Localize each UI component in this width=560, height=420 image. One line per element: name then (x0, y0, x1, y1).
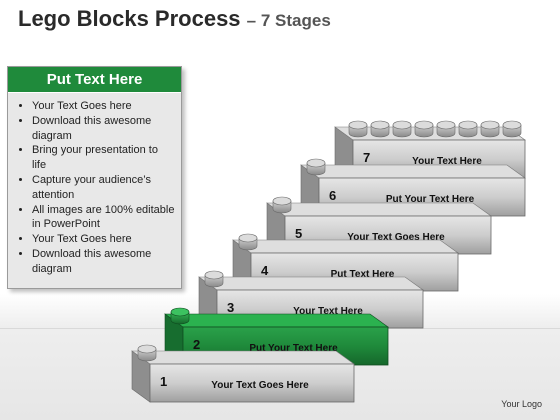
step-number: 2 (193, 337, 200, 352)
stud-top (272, 196, 292, 206)
bullet-item: Your Text Goes here (32, 232, 175, 247)
stud-top (436, 120, 456, 130)
lego-step-1: 1 Your Text Goes Here (131, 344, 355, 403)
stud-top (348, 120, 368, 130)
stud-top (458, 120, 478, 130)
step-number: 3 (227, 300, 234, 315)
step-number: 5 (295, 226, 302, 241)
step-label: Your Text Here (412, 156, 482, 167)
step-label: Put Text Here (331, 269, 395, 280)
bullet-list: Your Text Goes here Download this awesom… (8, 99, 181, 277)
stud-top (204, 270, 224, 280)
step-label: Put Your Text Here (386, 194, 475, 205)
step-number: 7 (363, 150, 370, 165)
title-subtitle: – 7 Stages (246, 11, 331, 30)
stud-top (480, 120, 500, 130)
step-label: Your Text Goes Here (211, 380, 309, 391)
block-top-face (198, 276, 424, 291)
block-top-face (131, 350, 355, 365)
stud-top (414, 120, 434, 130)
bullet-item: Your Text Goes here (32, 99, 175, 114)
bullet-item: Capture your audience’s attention (32, 173, 175, 203)
stud-top (370, 120, 390, 130)
block-top-face (300, 164, 526, 179)
step-label: Your Text Goes Here (347, 232, 445, 243)
bullet-item: Download this awesome diagram (32, 114, 175, 144)
stud-top (170, 307, 190, 317)
logo-text: Your Logo (501, 399, 542, 409)
stud-top (392, 120, 412, 130)
block-top-face (164, 313, 389, 328)
title-main: Lego Blocks Process (18, 6, 241, 31)
step-number: 6 (329, 188, 336, 203)
lego-step-7: 7 Your Text Here (334, 120, 526, 179)
step-label: Put Your Text Here (249, 343, 338, 354)
bullet-item: All images are 100% editable in PowerPoi… (32, 203, 175, 233)
bullet-item: Download this awesome diagram (32, 247, 175, 277)
block-top-face (232, 239, 459, 254)
stud-top (306, 158, 326, 168)
step-number: 4 (261, 263, 269, 278)
step-number: 1 (160, 374, 167, 389)
stud-top (502, 120, 522, 130)
bullet-item: Bring your presentation to life (32, 143, 175, 173)
page-title: Lego Blocks Process – 7 Stages (18, 6, 331, 32)
panel-heading: Put Text Here (8, 67, 181, 93)
text-panel: Put Text Here Your Text Goes here Downlo… (7, 66, 182, 289)
block-front-face (149, 363, 355, 403)
step-label: Your Text Here (293, 306, 363, 317)
block-top-face (266, 202, 492, 217)
stud-top (137, 344, 157, 354)
stud-top (238, 233, 258, 243)
